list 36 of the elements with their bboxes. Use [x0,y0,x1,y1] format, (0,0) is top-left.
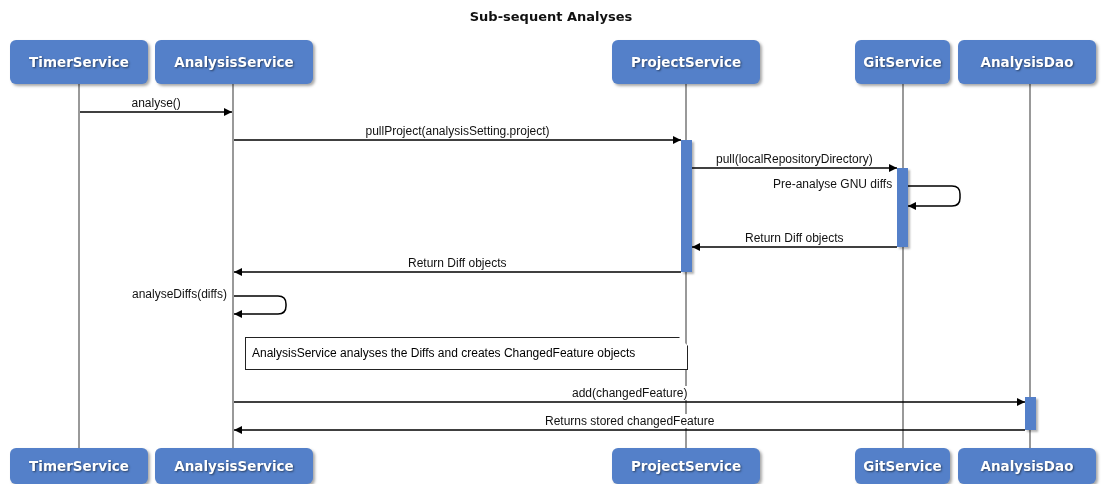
message-label: add(changedFeature) [571,386,689,400]
diagram-title: Sub-sequent Analyses [468,9,634,24]
message-label: analyseDiffs(diffs) [131,287,228,301]
lifeline [78,84,80,448]
note-box: AnalysisService analyses the Diffs and creates ChangedFeature objects [245,337,688,370]
participant-box: TimerService [10,448,148,484]
message-arrow [907,185,961,210]
participant-box: AnalysisService [155,40,313,84]
message-arrow [233,136,682,144]
activation-bar [897,168,908,247]
activation-bar [1025,397,1036,430]
message-label: Pre-analyse GNU diffs [772,177,894,191]
participant-box: ProjectService [612,448,760,484]
message-label: Return Diff objects [407,256,508,270]
participant-box: GitService [855,40,950,84]
message-label: Returns stored changedFeature [544,414,716,428]
message-label: pullProject(analysisSetting.project) [364,124,551,138]
message-arrow [79,108,233,116]
message-arrow [691,164,898,172]
message-label: analyse() [130,96,182,110]
participant-box: AnalysisDao [958,448,1096,484]
lifeline [232,84,234,448]
lifeline [1029,84,1031,448]
participant-box: TimerService [10,40,148,84]
message-label: pull(localRepositoryDirectory) [715,152,874,166]
message-arrow [691,243,898,251]
participant-box: ProjectService [612,40,760,84]
participant-box: GitService [855,448,950,484]
message-arrow [233,268,682,276]
message-arrow [233,426,1026,434]
activation-bar [681,140,692,272]
participant-box: AnalysisDao [958,40,1096,84]
participant-box: AnalysisService [155,448,313,484]
message-label: Return Diff objects [744,231,845,245]
message-arrow [233,295,287,318]
message-arrow [233,398,1026,406]
